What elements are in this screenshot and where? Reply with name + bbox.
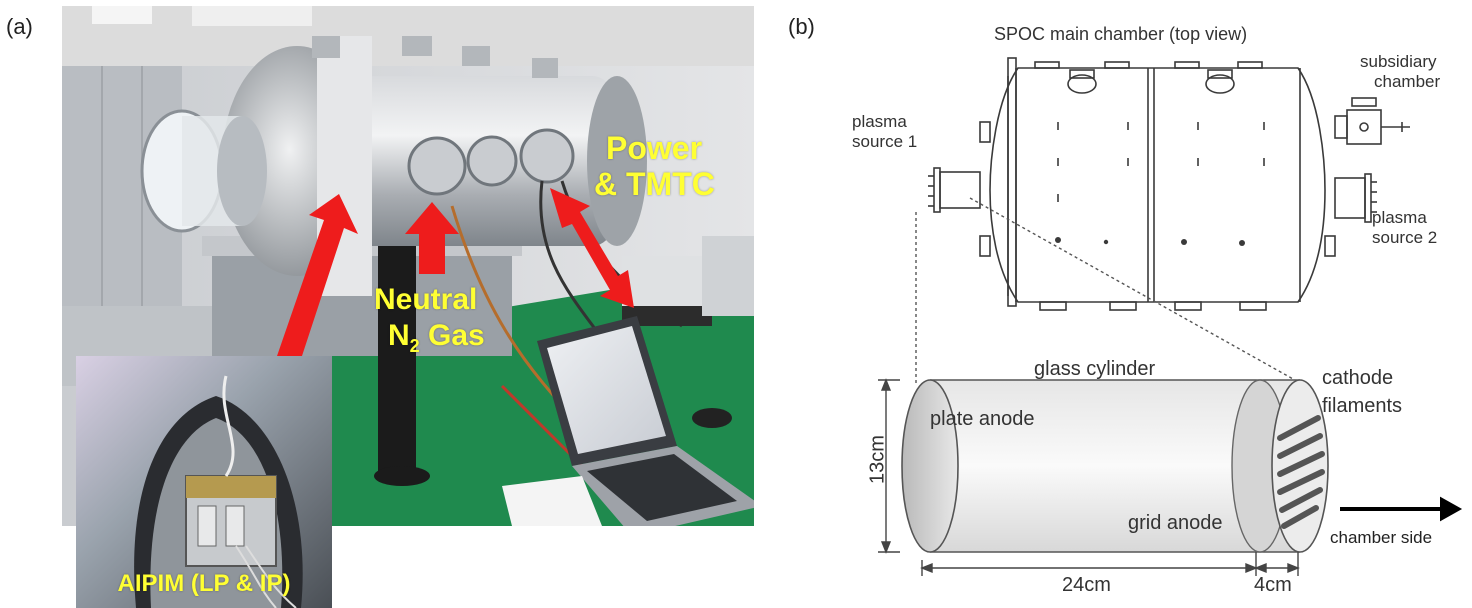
grid-anode-label: grid anode	[1128, 512, 1223, 534]
plasma-source-2-label: plasma source 2	[1372, 208, 1437, 248]
panel-a-label: (a)	[6, 14, 33, 39]
source1-line1: plasma	[852, 112, 907, 131]
subsidiary-chamber-label: subsidiary chamber	[1338, 52, 1440, 92]
arrow-power-tmtc	[550, 188, 634, 308]
power-line2: & TMTC	[594, 166, 715, 202]
red-arrows	[277, 188, 634, 362]
source2-line2: source 2	[1372, 228, 1438, 247]
arrow-neutral-gas	[405, 202, 459, 274]
chamber-side-arrow	[1340, 496, 1463, 522]
neutral-gas-annotation: Neutral N2 Gas	[374, 282, 485, 364]
arrow-aipim-to-chamber	[277, 194, 358, 362]
length-dimension-label: 24cm	[1062, 574, 1111, 596]
cathode-line1: cathode	[1322, 367, 1394, 389]
height-dimension-label: 13cm	[866, 435, 889, 484]
source2-line1: plasma	[1372, 208, 1427, 227]
projection-line-right	[969, 197, 1303, 385]
subsidiary-line2: chamber	[1374, 72, 1441, 91]
short-dimension-label: 4cm	[1254, 574, 1292, 596]
glass-cylinder-diagram	[878, 378, 1463, 576]
neutral-n: N	[388, 319, 410, 352]
plasma-source-1-label: plasma source 1	[852, 112, 917, 152]
cathode-filaments-label: cathode filaments	[1322, 364, 1402, 420]
power-line1: Power	[606, 130, 703, 166]
plate-anode-end	[901, 379, 959, 553]
source1-line2: source 1	[852, 132, 918, 151]
cylinder-body	[930, 380, 1300, 552]
chamber-side-label: chamber side	[1330, 528, 1433, 547]
aipim-illustration	[76, 356, 332, 608]
chamber-diagram	[915, 57, 1410, 386]
power-annotation: Power & TMTC	[594, 130, 715, 202]
neutral-gas-word: Gas	[419, 319, 485, 352]
cathode-filaments	[1277, 415, 1325, 529]
cathode-line2: filaments	[1322, 395, 1403, 417]
plate-anode-label: plate anode	[930, 408, 1035, 430]
glass-cylinder-label: glass cylinder	[1034, 358, 1156, 380]
aipim-caption: AIPIM (LP & IP)	[117, 570, 291, 597]
chamber-outline	[989, 67, 1326, 303]
neutral-line1: Neutral	[374, 283, 478, 316]
subsidiary-line1: subsidiary	[1360, 52, 1437, 71]
chamber-title: SPOC main chamber (top view)	[994, 24, 1248, 44]
aipim-inset-photo: AIPIM (LP & IP)	[76, 356, 332, 608]
neutral-subscript: 2	[409, 336, 420, 356]
panel-b-label: (b)	[788, 14, 815, 39]
